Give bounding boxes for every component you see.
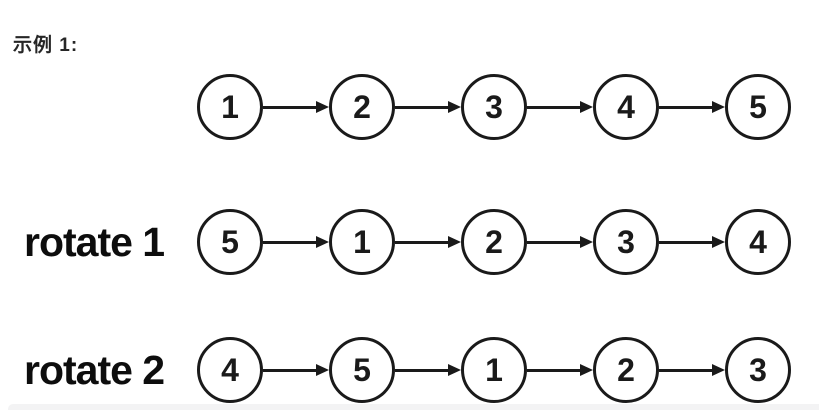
list-node: 2 — [329, 74, 395, 140]
node-value: 2 — [353, 89, 371, 125]
linked-list-row-rotate-2: rotate 2 4 5 1 2 3 — [0, 337, 791, 403]
node-value: 4 — [221, 352, 239, 388]
node-value: 5 — [749, 89, 767, 125]
row-label: rotate 2 — [24, 346, 165, 393]
node-value: 5 — [353, 352, 371, 388]
list-node: 2 — [593, 337, 659, 403]
node-value: 4 — [749, 224, 767, 260]
list-node: 2 — [461, 209, 527, 275]
list-node: 1 — [461, 337, 527, 403]
list-node: 5 — [197, 209, 263, 275]
list-node: 3 — [461, 74, 527, 140]
list-node: 4 — [593, 74, 659, 140]
list-node: 3 — [725, 337, 791, 403]
list-node: 1 — [329, 209, 395, 275]
arrow-right-icon — [395, 74, 461, 140]
list-node: 4 — [725, 209, 791, 275]
arrow-right-icon — [395, 209, 461, 275]
node-value: 3 — [617, 224, 635, 260]
arrow-right-icon — [659, 74, 725, 140]
list-node: 5 — [329, 337, 395, 403]
row-label: rotate 1 — [24, 218, 165, 265]
linked-list-row-original: 1 2 3 4 5 — [0, 74, 791, 140]
arrow-right-icon — [527, 337, 593, 403]
list-node: 5 — [725, 74, 791, 140]
list-node: 1 — [197, 74, 263, 140]
node-value: 5 — [221, 224, 239, 260]
arrow-right-icon — [659, 337, 725, 403]
arrow-right-icon — [395, 337, 461, 403]
node-value: 3 — [485, 89, 503, 125]
linked-list-row-rotate-1: rotate 1 5 1 2 3 4 — [0, 209, 791, 275]
arrow-right-icon — [527, 74, 593, 140]
divider — [8, 404, 819, 410]
node-value: 1 — [353, 224, 371, 260]
node-value: 3 — [749, 352, 767, 388]
node-value: 4 — [617, 89, 635, 125]
arrow-right-icon — [659, 209, 725, 275]
arrow-right-icon — [263, 209, 329, 275]
node-value: 2 — [617, 352, 635, 388]
arrow-right-icon — [263, 74, 329, 140]
list-node: 4 — [197, 337, 263, 403]
node-value: 1 — [485, 352, 503, 388]
node-value: 1 — [221, 89, 239, 125]
node-value: 2 — [485, 224, 503, 260]
arrow-right-icon — [527, 209, 593, 275]
arrow-right-icon — [263, 337, 329, 403]
list-node: 3 — [593, 209, 659, 275]
example-title: 示例 1: — [13, 35, 79, 56]
